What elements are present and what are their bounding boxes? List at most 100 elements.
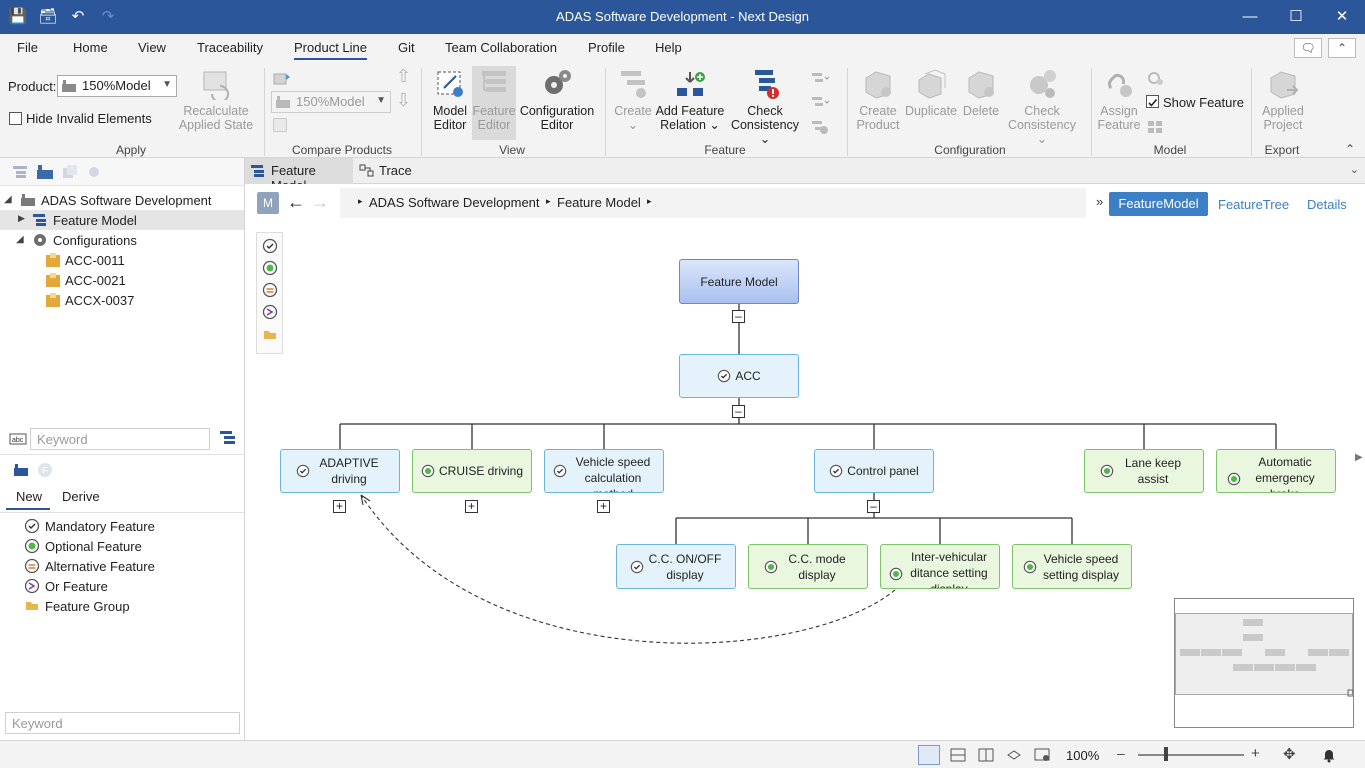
or-feature-icon[interactable] [262,304,278,320]
more-views-icon[interactable]: » [1096,194,1104,209]
configuration-editor-button[interactable]: Configuration Editor [518,68,596,132]
collapse-toggle[interactable]: – [732,405,745,418]
applied-project-button[interactable]: Applied Project [1258,68,1308,132]
feature-option-1-icon[interactable] [810,70,830,88]
feature-list-icon[interactable] [1146,118,1166,136]
optional-feature-icon[interactable] [262,260,278,276]
tab-profile[interactable]: Profile [588,40,625,55]
tab-team-collaboration[interactable]: Team Collaboration [445,40,558,55]
save-all-icon[interactable]: 🗃 [38,8,58,25]
layout-2-icon[interactable] [950,748,966,762]
zoom-in-icon[interactable]: + [1251,745,1260,762]
feature-group-icon[interactable] [263,328,277,340]
undo-icon[interactable]: ↶ [71,8,85,25]
copy-icon[interactable] [62,164,78,180]
layout-3-icon[interactable] [978,748,994,762]
alternative-feature-icon[interactable] [262,282,278,298]
comment-icon[interactable]: 🗨 [1294,38,1322,58]
recalculate-applied-state-button[interactable]: Recalculate Applied State [176,68,256,132]
node-control-panel[interactable]: Control panel [814,449,934,493]
tab-git[interactable]: Git [398,40,415,55]
minimize-icon[interactable]: — [1242,8,1258,25]
palette-item-or-feature[interactable]: Or Feature [45,579,108,594]
tree-item-config[interactable]: ACCX-0037 [65,293,135,308]
zoom-slider-thumb[interactable] [1164,747,1168,761]
tree-item-configurations[interactable]: Configurations [53,233,137,248]
tab-help[interactable]: Help [655,40,682,55]
collapse-right-icon[interactable]: ▶ [1355,452,1363,463]
palette-search-input[interactable]: Keyword [30,428,210,450]
create-product-button[interactable]: Create Product [854,68,902,132]
close-icon[interactable]: ✕ [1335,8,1349,25]
node-vehicle-speed-setting-display[interactable]: Vehicle speed setting display [1012,544,1132,589]
bell-icon[interactable] [1322,747,1336,763]
factory-icon[interactable] [36,164,54,180]
feature-relation-dependency[interactable] [360,494,896,644]
overview-minimap[interactable] [1174,598,1354,728]
tree-item-config[interactable]: ACC-0021 [65,273,126,288]
model-editor-button[interactable]: Model Editor [428,68,472,132]
tab-product-line[interactable]: Product Line [294,40,367,60]
diagram-canvas[interactable]: M ← → ▸ ADAS Software Development ▸ Feat… [245,184,1365,740]
link-option-icon[interactable] [1146,70,1166,88]
node-cc-on-off-display[interactable]: C.C. ON/OFF display [616,544,736,589]
feature-option-3-icon[interactable] [810,118,830,136]
expand-toggle[interactable]: + [333,500,346,513]
tree-item-config[interactable]: ACC-0011 [65,253,125,268]
create-feature-button[interactable]: Create ⌄ [612,68,654,132]
add-feature-relation-button[interactable]: Add Feature Relation ⌄ [655,68,725,132]
show-feature-checkbox[interactable] [1146,95,1159,108]
pan-icon[interactable]: ✥ [1283,746,1296,763]
doc-tab-trace[interactable]: Trace [353,158,423,184]
node-cruise-driving[interactable]: CRUISE driving [412,449,532,493]
factory-icon[interactable] [13,463,29,477]
node-feature-model-root[interactable]: Feature Model [679,259,799,304]
palette-item-alternative-feature[interactable]: Alternative Feature [45,559,155,574]
zoom-out-icon[interactable]: – [1117,745,1125,761]
palette-item-feature-group[interactable]: Feature Group [45,599,130,614]
node-cc-mode-display[interactable]: C.C. mode display [748,544,868,589]
palette-tab-new[interactable]: New [6,486,50,510]
tree-view-icon[interactable] [12,165,28,179]
tab-home[interactable]: Home [73,40,108,55]
view-featuretree-link[interactable]: FeatureTree [1218,197,1290,212]
palette-item-optional-feature[interactable]: Optional Feature [45,539,142,554]
node-inter-vehicular-distance-display[interactable]: Inter-vehicular ditance setting display [880,544,1000,589]
collapse-toggle[interactable]: – [867,500,880,513]
mandatory-feature-icon[interactable] [262,238,278,254]
product-select[interactable]: 150%Model ▼ [57,75,177,97]
tab-view[interactable]: View [138,40,166,55]
back-arrow-icon[interactable]: ← [287,192,305,212]
hide-invalid-checkbox[interactable] [9,112,22,125]
tree-root[interactable]: ADAS Software Development [41,193,212,208]
forward-arrow-icon[interactable]: → [311,192,329,212]
doc-tab-feature-model[interactable]: Feature Model [245,158,353,193]
node-automatic-emergency-brake[interactable]: Automatic emergency brake [1216,449,1336,493]
check-consistency-button[interactable]: Check Consistency ⌄ [726,68,804,146]
save-icon[interactable]: 💾 [8,8,28,25]
layer-icon[interactable] [1006,747,1022,763]
chevron-down-icon[interactable]: ⌄ [1349,164,1359,176]
node-acc[interactable]: ACC [679,354,799,398]
expand-toggle[interactable]: + [597,500,610,513]
bottom-search-input[interactable]: Keyword [5,712,240,734]
feature-option-2-icon[interactable] [810,94,830,112]
breadcrumb-item[interactable]: Feature Model [557,195,641,210]
maximize-icon[interactable]: ☐ [1289,8,1303,25]
compare-icon[interactable] [272,70,292,88]
palette-tab-derive[interactable]: Derive [62,489,100,504]
palette-item-mandatory-feature[interactable]: Mandatory Feature [45,519,155,534]
layout-1-icon[interactable] [918,745,940,765]
collapse-toggle[interactable]: – [732,310,745,323]
tab-file[interactable]: File [17,40,38,55]
node-vehicle-speed-calculation[interactable]: Vehicle speed calculation method [544,449,664,493]
tab-traceability[interactable]: Traceability [197,40,263,55]
delete-button[interactable]: Delete [960,68,1002,118]
expand-toggle[interactable]: + [465,500,478,513]
f-badge-icon[interactable]: F [37,462,53,478]
check-consistency-config-button[interactable]: Check Consistency ⌄ [1003,68,1081,146]
fit-page-icon[interactable] [1034,747,1052,763]
feature-editor-button[interactable]: Feature Editor [472,66,516,140]
chevron-right-icon[interactable]: ▶ [18,213,25,223]
expand-arrow-icon[interactable]: ◢ [16,234,24,245]
